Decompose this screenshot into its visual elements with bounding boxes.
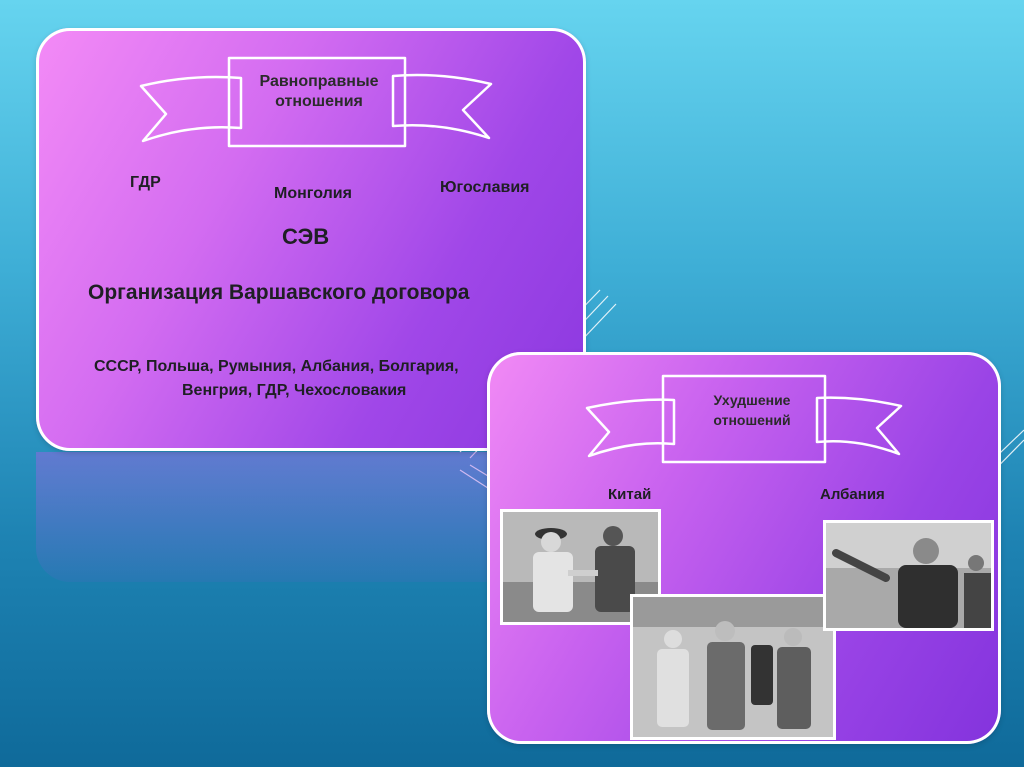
country-mongolia: Монголия	[274, 185, 352, 202]
ribbon1-line1: Равноправные	[259, 73, 379, 90]
ribbon2-line1: Ухудшение	[713, 392, 791, 408]
ribbon-banner-1	[139, 56, 493, 148]
historical-photo-group	[630, 594, 836, 740]
members-line2: Венгрия, ГДР, Чехословакия	[182, 382, 407, 399]
country-albania: Албания	[820, 486, 885, 503]
ribbon1-line2: отношения	[275, 93, 363, 110]
historical-photo-handshake	[500, 509, 661, 625]
country-gdr: ГДР	[130, 174, 161, 191]
country-china: Китай	[608, 486, 652, 503]
members-line1: СССР, Польша, Румыния, Албания, Болгария…	[94, 358, 459, 375]
org-sev: СЭВ	[282, 224, 330, 249]
ribbon2-line2: отношений	[713, 412, 791, 428]
country-yugoslavia: Югославия	[440, 179, 530, 196]
historical-photo-albania	[823, 520, 994, 631]
ribbon-banner-2	[585, 374, 903, 464]
org-warsaw-pact: Организация Варшавского договора	[88, 281, 470, 304]
